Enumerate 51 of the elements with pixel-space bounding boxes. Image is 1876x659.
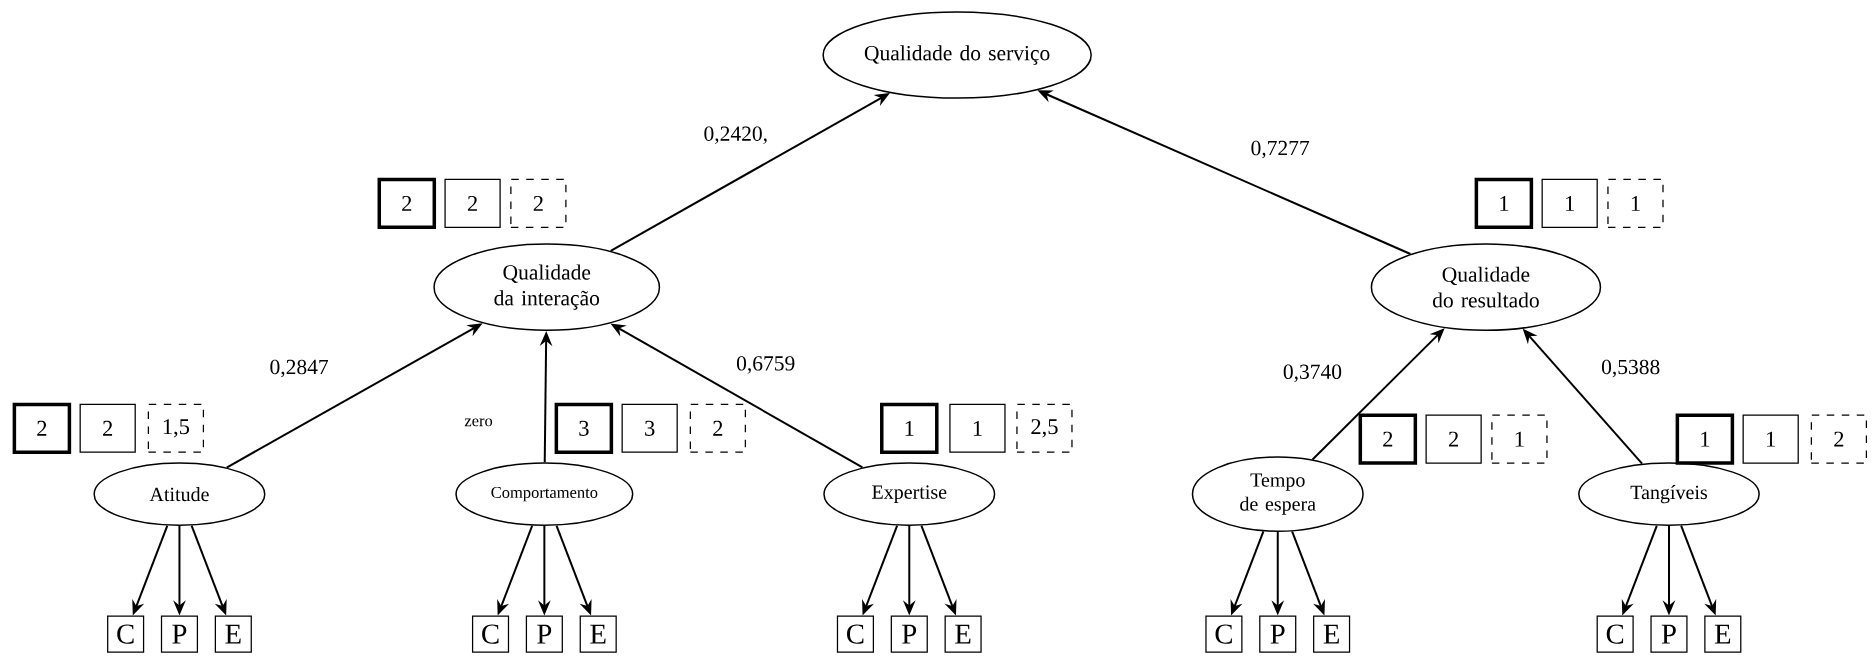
score-box: 1 <box>1541 178 1598 228</box>
score-box: 1 <box>1742 414 1799 464</box>
ellipse-node: Qualidade do serviço <box>822 11 1092 99</box>
score-box: 3 <box>621 403 678 453</box>
score-box: 2 <box>444 178 501 228</box>
letter-box: P <box>1650 615 1688 653</box>
edge-label: 0,5388 <box>1601 359 1660 378</box>
score-box: 1 <box>1491 414 1548 464</box>
edge-label: 0,7277 <box>1251 140 1310 159</box>
ellipse-node: Atitude <box>93 462 266 526</box>
ellipse-node: Expertise <box>823 462 996 526</box>
letter-box: E <box>1313 615 1351 653</box>
score-box: 3 <box>554 402 614 454</box>
ellipse-node: Qualidade do resultado <box>1370 243 1602 331</box>
score-box: 2 <box>12 402 72 454</box>
score-box: 1 <box>880 402 939 454</box>
score-box: 2 <box>1810 414 1867 464</box>
score-box: 2 <box>377 177 437 230</box>
letter-box: P <box>525 615 563 653</box>
edge-label: zero <box>464 418 493 427</box>
ellipse-node: Qualidade da interação <box>433 243 661 331</box>
score-box: 2,5 <box>1016 403 1073 453</box>
score-box: 2 <box>1358 413 1418 465</box>
letter-box: C <box>107 615 145 653</box>
edge-label: 0,6759 <box>736 356 795 374</box>
letter-box: C <box>836 615 874 653</box>
score-box: 1,5 <box>147 403 205 453</box>
score-box: 2 <box>1425 414 1482 464</box>
letter-box: C <box>1205 615 1243 653</box>
edge-label: 0,2847 <box>270 359 329 378</box>
score-box: 1 <box>1675 413 1735 465</box>
letter-box: P <box>160 615 199 653</box>
letter-box: E <box>944 615 982 653</box>
edge-label: 0,3740 <box>1283 364 1342 383</box>
score-box: 1 <box>1607 178 1664 228</box>
letter-box: C <box>1596 615 1634 653</box>
score-box: 1 <box>949 403 1006 453</box>
score-box: 2 <box>510 178 567 228</box>
ellipse-node: Tangíveis <box>1578 462 1760 526</box>
letter-box: P <box>890 615 928 653</box>
letter-box: E <box>579 615 617 653</box>
score-box: 1 <box>1474 177 1534 230</box>
edge-label: 0,2420, <box>704 126 767 144</box>
ellipse-node: Tempo de espera <box>1191 456 1364 532</box>
letter-box: P <box>1259 615 1297 653</box>
letter-box: E <box>1704 615 1742 653</box>
ellipse-node: Comportamento <box>455 462 634 526</box>
letter-box: E <box>214 615 252 653</box>
letter-box: C <box>471 615 510 653</box>
score-box: 2 <box>689 403 746 453</box>
score-box: 2 <box>79 403 136 453</box>
